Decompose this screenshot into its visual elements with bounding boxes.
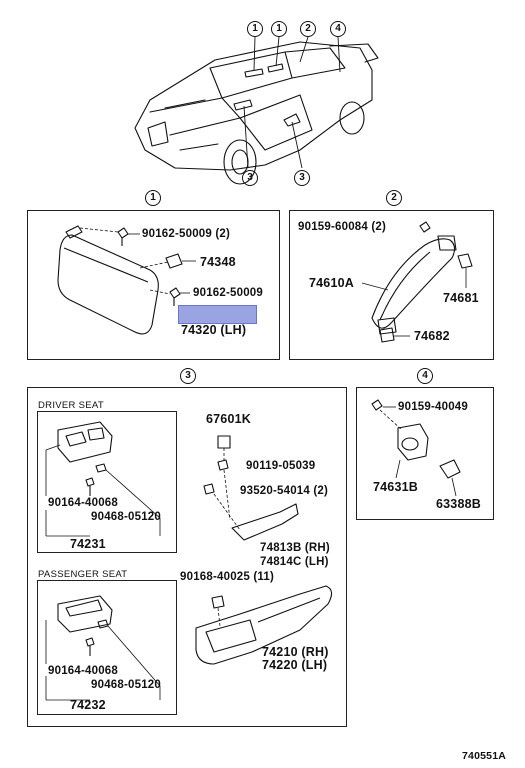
part-74348[interactable]: 74348 <box>200 255 236 269</box>
passenger-part-90164-40068[interactable]: 90164-40068 <box>48 665 118 677</box>
part-93520-54014-2[interactable]: 93520-54014 (2) <box>240 485 329 497</box>
part-74813b-rh[interactable]: 74813B (RH) <box>260 542 330 554</box>
passenger-seat-caption: PASSENGER SEAT <box>38 569 128 580</box>
part-90119-05039[interactable]: 90119-05039 <box>246 460 316 472</box>
highlight-box <box>178 305 257 324</box>
part-90159-40049[interactable]: 90159-40049 <box>398 401 468 413</box>
passenger-seat-box <box>37 580 177 715</box>
callout-1b[interactable]: 1 <box>271 21 287 37</box>
callout-1a[interactable]: 1 <box>247 21 263 37</box>
driver-seat-box <box>37 411 177 553</box>
part-90162-50009[interactable]: 90162-50009 <box>193 287 263 299</box>
driver-part-90468-05120[interactable]: 90468-05120 <box>91 511 161 523</box>
section-3-panel <box>27 387 347 727</box>
section-1-panel <box>27 210 280 360</box>
callout-2[interactable]: 2 <box>300 21 316 37</box>
driver-part-90164-40068[interactable]: 90164-40068 <box>48 497 118 509</box>
car-illustration <box>134 36 379 185</box>
callout-3b[interactable]: 3 <box>294 170 310 186</box>
section-3-tag: 3 <box>180 368 196 384</box>
part-74320-lh[interactable]: 74320 (LH) <box>181 323 247 337</box>
part-90159-60084-2[interactable]: 90159-60084 (2) <box>298 221 387 233</box>
part-74610a[interactable]: 74610A <box>309 276 354 290</box>
callout-3a[interactable]: 3 <box>242 170 258 186</box>
part-74682[interactable]: 74682 <box>414 329 450 343</box>
part-67601k[interactable]: 67601K <box>206 412 251 426</box>
part-74210-rh[interactable]: 74210 (RH) <box>262 645 329 659</box>
section-2-tag: 2 <box>386 190 402 206</box>
part-74220-lh[interactable]: 74220 (LH) <box>262 658 328 672</box>
driver-seat-caption: DRIVER SEAT <box>38 400 104 411</box>
part-90162-50009-2[interactable]: 90162-50009 (2) <box>142 228 231 240</box>
section-4-panel <box>356 387 494 520</box>
part-74681[interactable]: 74681 <box>443 291 479 305</box>
callout-4[interactable]: 4 <box>330 21 346 37</box>
section-1-tag: 1 <box>145 190 161 206</box>
diagram-id: 740551A <box>462 750 507 762</box>
part-63388b[interactable]: 63388B <box>436 497 481 511</box>
passenger-part-90468-05120[interactable]: 90468-05120 <box>91 679 161 691</box>
part-74814c-lh[interactable]: 74814C (LH) <box>260 556 329 568</box>
passenger-part-74232[interactable]: 74232 <box>70 698 106 712</box>
driver-part-74231[interactable]: 74231 <box>70 537 106 551</box>
part-74631b[interactable]: 74631B <box>373 480 418 494</box>
part-90168-40025-11[interactable]: 90168-40025 (11) <box>180 571 274 583</box>
section-2-panel <box>289 210 494 360</box>
section-4-tag: 4 <box>417 368 433 384</box>
